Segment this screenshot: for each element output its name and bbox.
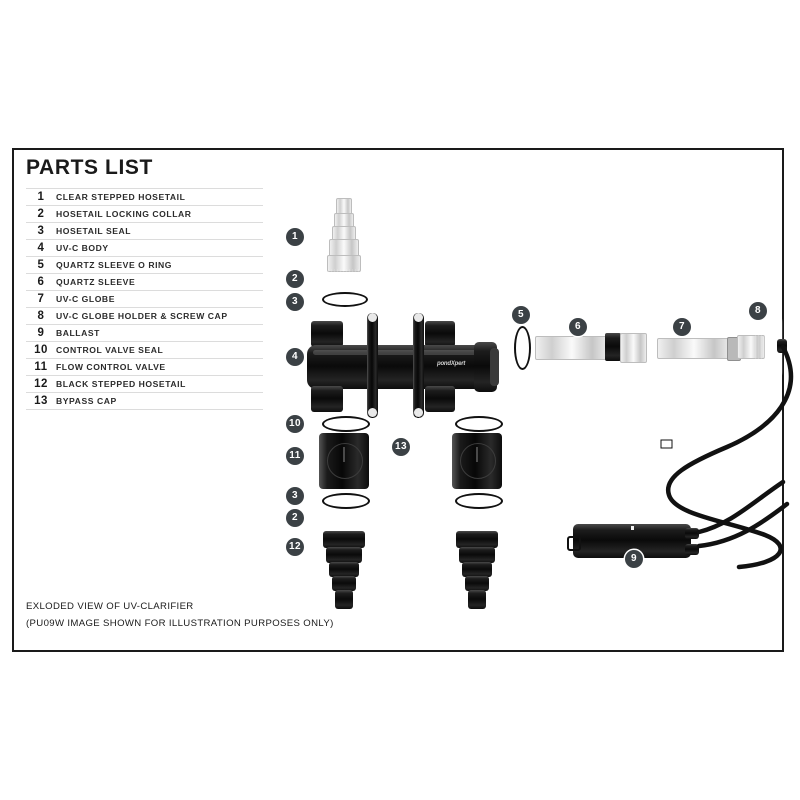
part-hosetail-locking-collar-left [321,509,367,530]
part-black-stepped-hosetail-left [323,531,365,609]
part-name: BALLAST [56,328,100,338]
callout-marker-2: 2 [286,270,304,288]
part-hosetail-locking-collar-top [322,269,364,288]
part-bypass-cap [377,412,423,436]
part-name: CONTROL VALVE SEAL [56,345,164,355]
parts-list-row: 8 UV-C GLOBE HOLDER & SCREW CAP [26,307,263,325]
part-hosetail-seal-left [322,493,370,509]
part-number: 5 [37,259,45,271]
part-name: CLEAR STEPPED HOSETAIL [56,192,186,202]
part-number: 13 [34,395,48,407]
part-number: 12 [34,378,48,390]
part-name: UV-C BODY [56,243,109,253]
part-name: UV-C GLOBE HOLDER & SCREW CAP [56,311,228,321]
part-number: 7 [37,293,45,305]
callout-marker-12: 12 [286,538,304,556]
part-number: 9 [37,327,45,339]
parts-list-row: 13 BYPASS CAP [26,392,263,410]
brand-logo: pondXpert [437,361,466,367]
ballast-cable [696,479,790,549]
parts-list-row: 5 QUARTZ SLEEVE O RING [26,256,263,274]
part-quartz-sleeve [535,333,647,363]
callout-marker-1: 1 [286,228,304,246]
caption-line-2: (PU09W IMAGE SHOWN FOR ILLUSTRATION PURP… [26,618,334,629]
callout-marker-7: 7 [673,318,691,336]
parts-list-row: 12 BLACK STEPPED HOSETAIL [26,375,263,393]
part-hosetail-locking-collar-right [454,509,500,530]
power-cable [660,344,794,570]
callout-marker-3b: 3 [286,487,304,505]
part-name: UV-C GLOBE [56,294,115,304]
part-name: BYPASS CAP [56,396,117,406]
part-number: 8 [37,310,45,322]
callout-marker-9: 9 [625,550,643,568]
parts-list-row: 6 QUARTZ SLEEVE [26,273,263,291]
parts-list-row: 1 CLEAR STEPPED HOSETAIL [26,188,263,206]
part-name: HOSETAIL LOCKING COLLAR [56,209,192,219]
part-quartz-sleeve-o-ring [514,326,531,370]
parts-list-row: 3 HOSETAIL SEAL [26,222,263,240]
part-flow-control-valve-right [452,433,502,489]
caption: EXLODED VIEW OF UV-CLARIFIER (PU09W IMAG… [26,598,334,632]
callout-marker-11: 11 [286,447,304,465]
parts-list-row: 2 HOSETAIL LOCKING COLLAR [26,205,263,223]
parts-list-row: 10 CONTROL VALVE SEAL [26,341,263,359]
part-number: 10 [34,344,48,356]
part-uvc-body: pondXpert [307,308,499,423]
part-flow-control-valve-left [319,433,369,489]
callout-marker-2b: 2 [286,509,304,527]
page-title: PARTS LIST [26,156,153,179]
part-name: FLOW CONTROL VALVE [56,362,166,372]
part-control-valve-seal-right [455,416,503,432]
part-name: BLACK STEPPED HOSETAIL [56,379,186,389]
part-number: 1 [37,191,45,203]
callout-marker-6: 6 [569,318,587,336]
part-number: 3 [37,225,45,237]
part-name: QUARTZ SLEEVE [56,277,136,287]
part-control-valve-seal-left [322,416,370,432]
part-number: 11 [34,361,48,373]
caption-line-1: EXLODED VIEW OF UV-CLARIFIER [26,601,194,612]
callout-marker-3a: 3 [286,293,304,311]
part-number: 4 [37,242,45,254]
callout-marker-8: 8 [749,302,767,320]
callout-marker-5: 5 [512,306,530,324]
callout-marker-10: 10 [286,415,304,433]
part-black-stepped-hosetail-right [456,531,498,609]
callout-marker-13: 13 [392,438,410,456]
parts-list-row: 11 FLOW CONTROL VALVE [26,358,263,376]
exploded-diagram: pondXpert [267,150,794,650]
callout-marker-4: 4 [286,348,304,366]
part-number: 6 [37,276,45,288]
parts-list-table: 1 CLEAR STEPPED HOSETAIL 2 HOSETAIL LOCKING… [26,188,263,410]
part-clear-stepped-hosetail [325,198,361,272]
part-name: QUARTZ SLEEVE O RING [56,260,173,270]
parts-list-row: 4 UV-C BODY [26,239,263,257]
part-hosetail-seal-right [455,493,503,509]
part-name: HOSETAIL SEAL [56,226,132,236]
part-hosetail-seal-top [322,292,368,307]
parts-list-row: 7 UV-C GLOBE [26,290,263,308]
part-number: 2 [37,208,45,220]
parts-list-row: 9 BALLAST [26,324,263,342]
